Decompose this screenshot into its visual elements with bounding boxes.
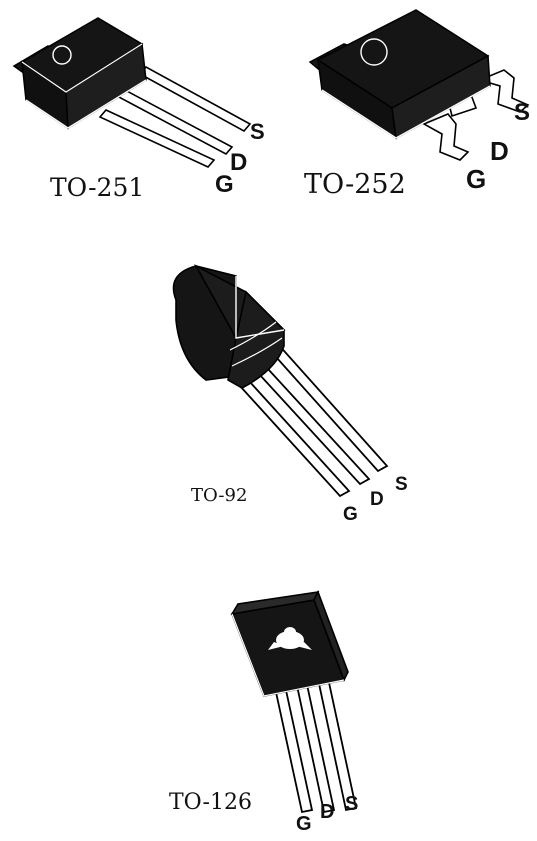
to126-pin-s: S — [345, 793, 358, 815]
to92-package: S D G TO-92 — [172, 264, 408, 525]
to252-pin-g: G — [466, 164, 486, 194]
to92-pin-s: S — [395, 474, 408, 495]
to251-body — [20, 17, 147, 130]
to252-pin-d: D — [490, 136, 509, 166]
to126-pin-d: D — [320, 801, 334, 823]
to251-pin-s: S — [250, 119, 265, 144]
to126-body — [230, 590, 349, 697]
to126-package: S D G TO-126 — [169, 590, 358, 835]
to126-mounting-hole — [268, 627, 312, 650]
to92-pin-d: D — [370, 489, 384, 510]
to252-body — [316, 9, 491, 140]
to251-leads — [98, 65, 252, 168]
to251-package: S D G TO-251 — [12, 17, 265, 202]
to92-body — [172, 264, 286, 389]
to252-pin-s: S — [514, 99, 530, 126]
to126-label: TO-126 — [169, 790, 252, 815]
to252-leads — [422, 69, 530, 161]
to252-package: S D G TO-252 — [304, 9, 530, 200]
to252-label: TO-252 — [304, 169, 406, 200]
to92-pin-g: G — [343, 504, 358, 525]
to251-label: TO-251 — [50, 173, 144, 202]
to251-pin-g: G — [215, 171, 234, 198]
to126-leads — [272, 673, 358, 814]
to92-leads — [228, 341, 389, 498]
to92-label: TO-92 — [191, 485, 247, 506]
to126-pin-g: G — [296, 813, 312, 835]
to251-pin-d: D — [230, 149, 247, 176]
